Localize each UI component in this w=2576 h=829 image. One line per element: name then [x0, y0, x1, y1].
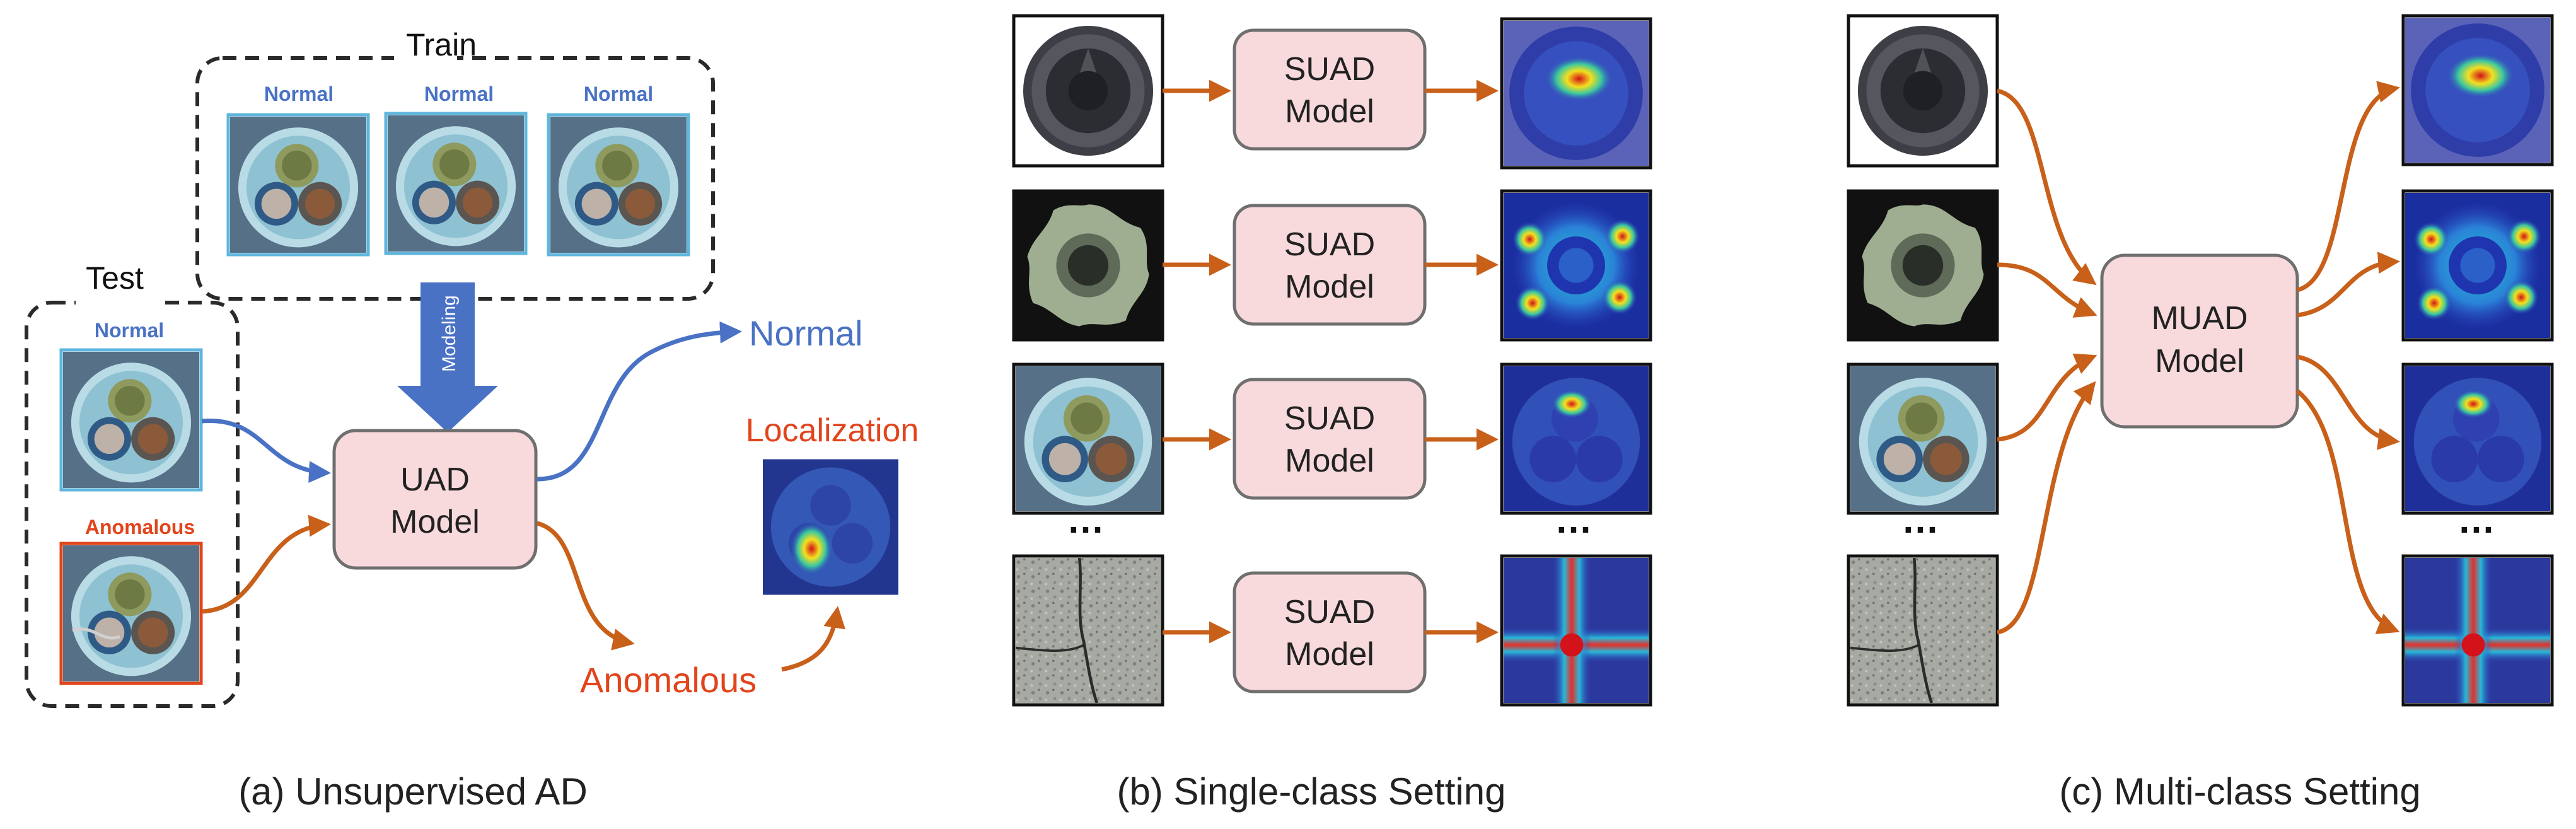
- output-anomalous-label: Anomalous: [580, 660, 757, 700]
- b-row-1: SUAD Model: [1012, 14, 1652, 170]
- b-model-1-line2: Model: [1285, 93, 1374, 130]
- arrow-normal-to-model: [201, 419, 331, 484]
- train-normal-label-1: Normal: [264, 83, 334, 105]
- test-anomalous-label: Anomalous: [85, 516, 195, 538]
- b-row-4: SUAD Model: [1012, 554, 1652, 707]
- b-model-3-line1: SUAD: [1284, 400, 1375, 437]
- train-normal-label-3: Normal: [584, 83, 653, 105]
- arrow-anomalous-to-localization: [781, 606, 846, 672]
- muad-model-line1: MUAD: [2151, 300, 2248, 337]
- test-normal-image: [59, 348, 203, 492]
- uad-model-line2: Model: [390, 504, 480, 540]
- c-ellipsis-left: …: [1901, 499, 1939, 541]
- b-heatmap-cable: [1500, 362, 1652, 515]
- panel-c: … MUAD Model … (c) Multi-class Setting: [1847, 14, 2554, 813]
- train-image-2: [384, 112, 528, 255]
- c-heatmap-cable: [2401, 362, 2554, 515]
- c-heatmap-nut: [2401, 189, 2554, 342]
- b-model-box-2: [1233, 204, 1427, 326]
- b-model-2-line2: Model: [1285, 269, 1374, 305]
- b-model-box-3: [1233, 378, 1427, 500]
- train-normal-label-2: Normal: [424, 83, 494, 105]
- panel-a: Train Normal Normal Normal Modeling Test…: [25, 27, 919, 813]
- b-model-box-1: [1233, 28, 1427, 151]
- c-heatmap-tile: [2401, 554, 2554, 707]
- b-model-1-line1: SUAD: [1284, 51, 1375, 88]
- panel-b: SUAD Model SUAD Model SUAD Model: [1012, 14, 1652, 813]
- arrow-model-to-anomalous: [537, 521, 635, 651]
- train-title: Train: [406, 27, 477, 62]
- b-model-4-line1: SUAD: [1284, 594, 1375, 630]
- b-row-3: SUAD Model: [1012, 362, 1652, 515]
- b-row-2: SUAD Model: [1012, 189, 1652, 342]
- caption-a: (a) Unsupervised AD: [238, 770, 588, 813]
- arrow-model-to-normal: [537, 321, 742, 482]
- caption-b: (b) Single-class Setting: [1117, 770, 1506, 813]
- muad-model-box: MUAD Model: [2100, 253, 2299, 429]
- localization-heatmap: [763, 459, 898, 595]
- b-heatmap-nut: [1500, 189, 1652, 342]
- c-heatmap-bottle: [2401, 14, 2554, 166]
- c-ellipsis-right: …: [2457, 499, 2495, 541]
- uad-model-line1: UAD: [400, 461, 470, 498]
- b-model-3-line2: Model: [1285, 443, 1374, 479]
- b-model-2-line1: SUAD: [1284, 226, 1375, 263]
- test-title: Test: [86, 260, 144, 296]
- b-model-4-line2: Model: [1285, 636, 1374, 673]
- b-ellipsis-left: …: [1067, 499, 1105, 541]
- train-image-3: [547, 113, 690, 257]
- uad-model-box: UAD Model: [332, 429, 538, 570]
- localization-label: Localization: [746, 412, 919, 449]
- test-normal-label: Normal: [95, 319, 164, 342]
- b-model-box-4: [1233, 571, 1427, 693]
- caption-c: (c) Multi-class Setting: [2059, 770, 2420, 813]
- modeling-arrow: Modeling: [397, 282, 498, 432]
- train-image-1: [226, 113, 370, 257]
- arrow-anomalous-to-model: [201, 514, 331, 614]
- modeling-label: Modeling: [439, 295, 460, 372]
- b-heatmap-tile: [1500, 554, 1652, 707]
- muad-model-line2: Model: [2155, 343, 2244, 380]
- b-ellipsis-right: …: [1555, 499, 1593, 541]
- b-heatmap-bottle: [1500, 17, 1652, 170]
- test-anomalous-image: [59, 542, 203, 685]
- output-normal-label: Normal: [749, 313, 862, 353]
